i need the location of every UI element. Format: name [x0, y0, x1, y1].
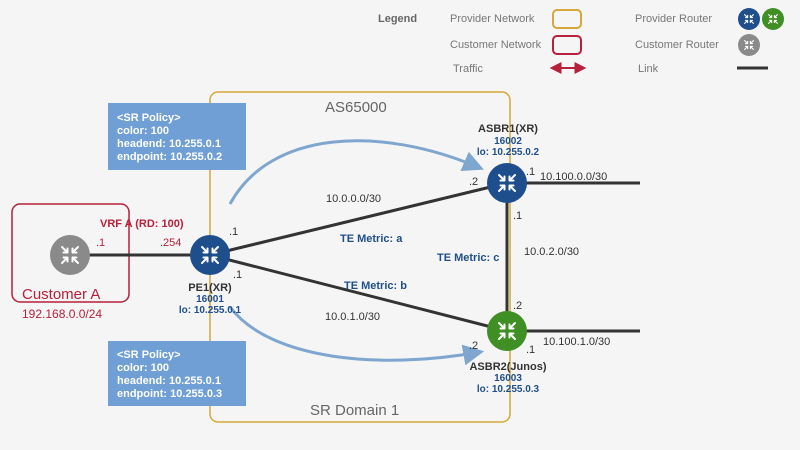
asbr2-router-icon[interactable]: [487, 311, 527, 351]
customer-router-icon: [738, 34, 760, 56]
vrf-label: VRF A (RD: 100): [100, 218, 184, 230]
sr-policy-box-1: <SR Policy> color: 100 headend: 10.255.0…: [108, 103, 246, 170]
customer-router-icon[interactable]: [50, 235, 90, 275]
asbr1-asbr2-subnet: 10.0.2.0/30: [524, 246, 579, 258]
asbr1-asbr2-a-end: .1: [513, 210, 522, 222]
pe1-asbr1-metric: TE Metric: a: [340, 233, 403, 245]
asbr1-sid: 16002: [494, 136, 522, 147]
as-label: AS65000: [325, 99, 387, 116]
links: [70, 181, 640, 333]
legend-link-label: Link: [638, 63, 659, 75]
policy-2-color: color: 100: [117, 362, 169, 374]
asbr1-external-subnet: 10.100.0.0/30: [540, 171, 607, 183]
sr-policy-box-2-bg: [108, 341, 246, 406]
pe1-asbr1-subnet: 10.0.0.0/30: [326, 193, 381, 205]
provider-router-icon-green: [762, 8, 784, 30]
asbr2-loopback: lo: 10.255.0.3: [477, 384, 540, 395]
pe1-loopback: lo: 10.255.0.1: [179, 305, 242, 316]
asbr1-asbr2-b-end: .2: [513, 300, 522, 312]
policy-1-color: color: 100: [117, 125, 169, 137]
legend-provider-network-label: Provider Network: [450, 13, 535, 25]
sr-domain-label: SR Domain 1: [310, 402, 399, 419]
asbr1-loopback: lo: 10.255.0.2: [477, 147, 540, 158]
sr-policy-box-1-bg: [108, 103, 246, 170]
link-labels: 10.0.0.0/30 TE Metric: a .1 .2 10.0.1.0/…: [229, 166, 610, 356]
customer-prefix: 192.168.0.0/24: [22, 307, 102, 321]
asbr1-asbr2-metric: TE Metric: c: [437, 252, 499, 264]
policy-2-headend: headend: 10.255.0.1: [117, 375, 221, 387]
policy-1-endpoint: endpoint: 10.255.0.2: [117, 151, 222, 163]
pe1-router-icon[interactable]: [190, 235, 230, 275]
legend-traffic-label: Traffic: [453, 63, 483, 75]
policy-1-headend: headend: 10.255.0.1: [117, 138, 221, 150]
customer-name: Customer A: [22, 286, 100, 303]
asbr2-sid: 16003: [494, 373, 522, 384]
pe1-asbr2-pe-end: .1: [233, 269, 242, 281]
pe1-asbr2-subnet: 10.0.1.0/30: [325, 311, 380, 323]
pe1-asbr1-pe-end: .1: [229, 226, 238, 238]
ce-address: .1: [96, 237, 105, 249]
legend-customer-router-label: Customer Router: [635, 39, 719, 51]
legend-customer-network-swatch: [552, 35, 582, 55]
policy-2-title: <SR Policy>: [117, 349, 181, 361]
pe1-sid: 16001: [196, 294, 224, 305]
pe1-name: PE1(XR): [188, 282, 232, 294]
sr-policy-flow-arrow-1: [228, 139, 484, 205]
sr-policy-box-2: <SR Policy> color: 100 headend: 10.255.0…: [108, 341, 246, 406]
pe1-asbr1-far-end: .2: [469, 176, 478, 188]
policy-2-endpoint: endpoint: 10.255.0.3: [117, 388, 222, 400]
provider-router-icon: [738, 8, 760, 30]
legend-title: Legend: [378, 13, 417, 25]
asbr1-router-icon[interactable]: [487, 163, 527, 203]
asbr1-labels: ASBR1(XR) 16002 lo: 10.255.0.2: [477, 123, 540, 158]
sr-policy-flow-arrow-2: [228, 306, 485, 366]
pe1-asbr2-metric: TE Metric: b: [344, 280, 407, 292]
link-pe1-asbr2: [209, 253, 508, 333]
legend-provider-router-label: Provider Router: [635, 13, 712, 25]
asbr2-name: ASBR2(Junos): [469, 361, 546, 373]
asbr1-name: ASBR1(XR): [478, 123, 538, 135]
asbr2-external-end: .1: [526, 344, 535, 356]
pe-customer-address: .254: [160, 237, 181, 249]
asbr1-external-end: .1: [526, 166, 535, 178]
asbr2-labels: ASBR2(Junos) 16003 lo: 10.255.0.3: [469, 361, 546, 395]
pe1-asbr2-far-end: .2: [469, 340, 478, 352]
pe1-labels: PE1(XR) 16001 lo: 10.255.0.1: [179, 282, 242, 316]
legend-provider-network-swatch: [552, 9, 582, 29]
customer-network-boundary: [11, 203, 130, 303]
legend: Legend Provider Network Customer Network…: [378, 8, 784, 75]
legend-customer-network-label: Customer Network: [450, 39, 542, 51]
asbr2-external-subnet: 10.100.1.0/30: [543, 336, 610, 348]
policy-1-title: <SR Policy>: [117, 112, 181, 124]
link-pe1-asbr1: [209, 181, 508, 257]
